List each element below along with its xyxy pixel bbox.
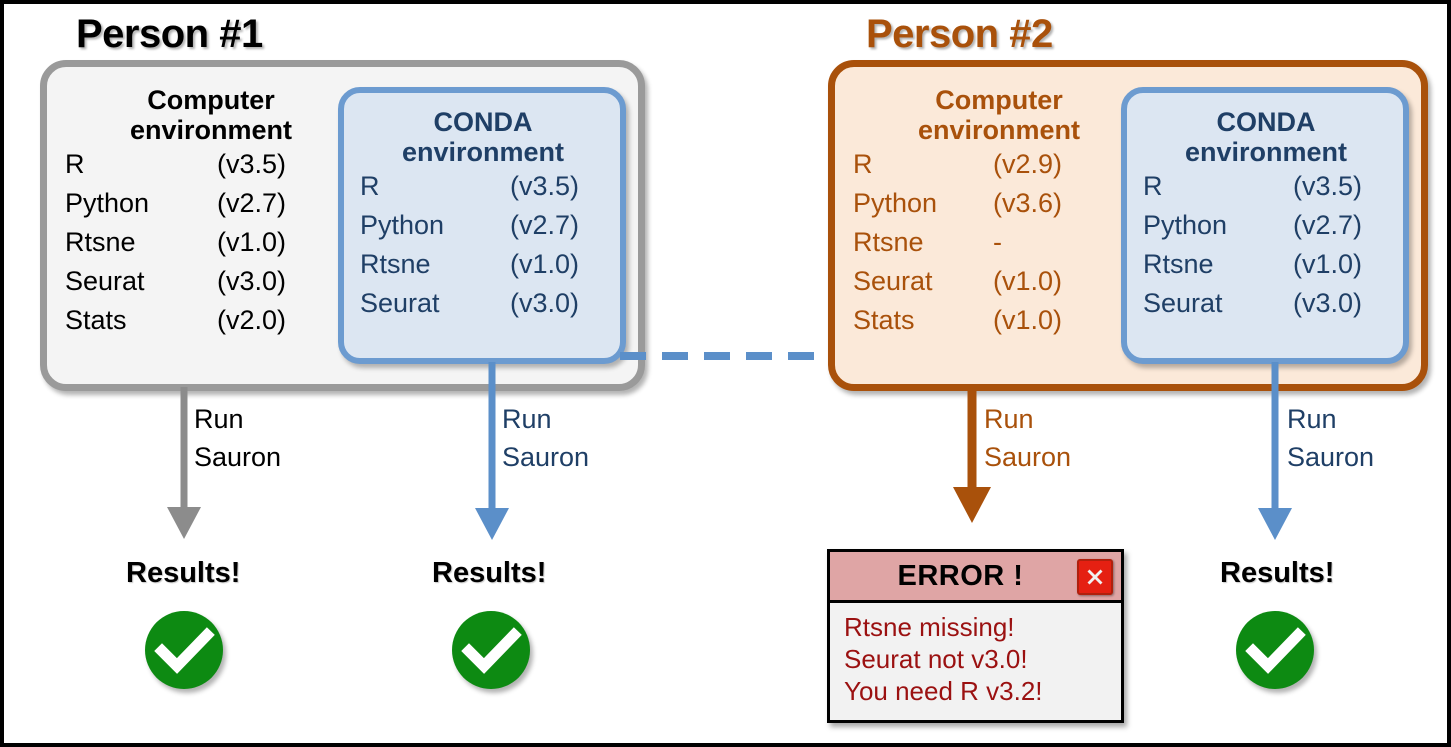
package-row: R (v3.5) <box>65 145 357 184</box>
person-1-computer-environment-content: Computer environment R (v3.5) Python (v2… <box>65 85 357 340</box>
person-2-conda-results-label: Results! <box>1220 557 1335 589</box>
person-1-conda-run-arrow-down-icon <box>475 362 509 540</box>
person-1-conda-package-list: R (v3.5) Python (v2.7) Rtsne (v1.0) Seur… <box>360 167 606 323</box>
package-row: Seurat (v3.0) <box>1143 284 1389 323</box>
package-version: (v1.0) <box>510 249 580 280</box>
person-1-computer-package-list: R (v3.5) Python (v2.7) Rtsne (v1.0) Seur… <box>65 145 357 339</box>
person-2-title: Person #2 <box>866 12 1053 56</box>
error-message-line: You need R v3.2! <box>844 676 1043 707</box>
package-name: Rtsne <box>65 227 136 258</box>
person-1-title: Person #1 <box>76 12 263 56</box>
package-name: Seurat <box>1143 288 1223 319</box>
package-name: Python <box>360 210 445 241</box>
person-2-native-run-label: Run Sauron <box>984 404 1072 473</box>
package-row: R (v3.5) <box>1143 167 1389 206</box>
person-1-conda-check-circle-icon <box>452 611 530 689</box>
person-2-computer-environment-content: Computer environment R (v2.9) Python (v3… <box>853 85 1145 340</box>
person-1-conda-environment-content: CONDA environment R (v3.5) Python (v2.7)… <box>360 107 606 323</box>
package-version: (v3.0) <box>510 288 580 319</box>
person-2-conda-heading: CONDA environment <box>1184 107 1348 168</box>
person-2-conda-run-arrow-down-icon <box>1258 362 1292 540</box>
package-version: (v1.0) <box>993 266 1063 297</box>
package-row: Python (v3.6) <box>853 184 1145 223</box>
person-2-conda-environment-content: CONDA environment R (v3.5) Python (v2.7)… <box>1143 107 1389 323</box>
person-1-conda-results-label: Results! <box>432 557 547 589</box>
package-name: R <box>853 149 873 180</box>
package-name: R <box>1143 171 1163 202</box>
package-name: Seurat <box>360 288 440 319</box>
close-x-icon[interactable] <box>1077 559 1113 595</box>
person-2-conda-check-circle-icon <box>1236 611 1314 689</box>
person-2-conda-environment-box: CONDA environment R (v3.5) Python (v2.7)… <box>1121 87 1409 364</box>
person-1-native-check-circle-icon <box>145 611 223 689</box>
package-name: Python <box>1143 210 1228 241</box>
package-version: (v3.5) <box>217 149 287 180</box>
package-row: Python (v2.7) <box>360 206 606 245</box>
person-1-conda-heading: CONDA environment <box>401 107 565 168</box>
error-message-line: Seurat not v3.0! <box>844 644 1028 675</box>
package-row: Seurat (v1.0) <box>853 262 1145 301</box>
package-name: Stats <box>853 304 915 335</box>
package-name: Rtsne <box>853 227 924 258</box>
person-1-conda-run-label: Run Sauron <box>502 404 590 473</box>
package-version: (v3.0) <box>1293 288 1363 319</box>
package-name: Stats <box>65 304 127 335</box>
package-name: Python <box>65 188 150 219</box>
package-row: Stats (v2.0) <box>65 301 357 340</box>
package-name: Seurat <box>65 266 145 297</box>
package-version: (v3.5) <box>1293 171 1363 202</box>
package-version: (v3.6) <box>993 188 1063 219</box>
person-1-conda-environment-box: CONDA environment R (v3.5) Python (v2.7)… <box>338 87 626 364</box>
package-row: Seurat (v3.0) <box>360 284 606 323</box>
package-row: Rtsne - <box>853 223 1145 262</box>
package-row: Rtsne (v1.0) <box>65 223 357 262</box>
person-1-native-results-label: Results! <box>126 557 241 589</box>
error-dialog-title: ERROR ! <box>897 559 1024 592</box>
person-2-conda-package-list: R (v3.5) Python (v2.7) Rtsne (v1.0) Seur… <box>1143 167 1389 323</box>
package-version: - <box>993 227 1002 258</box>
package-row: Stats (v1.0) <box>853 301 1145 340</box>
package-row: Python (v2.7) <box>1143 206 1389 245</box>
package-name: Rtsne <box>1143 249 1214 280</box>
error-dialog-titlebar: ERROR ! <box>830 552 1121 603</box>
person-2-computer-package-list: R (v2.9) Python (v3.6) Rtsne - Seurat (v… <box>853 145 1145 339</box>
package-name: Python <box>853 188 938 219</box>
package-version: (v2.7) <box>1293 210 1363 241</box>
package-row: Rtsne (v1.0) <box>1143 245 1389 284</box>
package-row: Rtsne (v1.0) <box>360 245 606 284</box>
package-row: R (v2.9) <box>853 145 1145 184</box>
package-name: Rtsne <box>360 249 431 280</box>
package-version: (v2.7) <box>510 210 580 241</box>
package-row: Python (v2.7) <box>65 184 357 223</box>
error-dialog-body: Rtsne missing! Seurat not v3.0! You need… <box>830 603 1121 720</box>
package-name: R <box>360 171 380 202</box>
package-version: (v3.5) <box>510 171 580 202</box>
package-row: Seurat (v3.0) <box>65 262 357 301</box>
person-2-native-run-arrow-down-icon <box>953 387 991 523</box>
package-version: (v3.0) <box>217 266 287 297</box>
package-row: R (v3.5) <box>360 167 606 206</box>
package-version: (v2.7) <box>217 188 287 219</box>
error-message-line: Rtsne missing! <box>844 612 1015 642</box>
package-version: (v2.0) <box>217 304 287 335</box>
package-version: (v1.0) <box>993 304 1063 335</box>
package-name: Seurat <box>853 266 933 297</box>
package-version: (v1.0) <box>217 227 287 258</box>
person-1-native-run-arrow-down-icon <box>167 387 201 539</box>
package-version: (v1.0) <box>1293 249 1363 280</box>
person-1-computer-environment-heading: Computer environment <box>129 85 293 146</box>
package-version: (v2.9) <box>993 149 1063 180</box>
error-dialog[interactable]: ERROR ! Rtsne missing! Seurat not v3.0! … <box>827 549 1124 723</box>
package-name: R <box>65 149 85 180</box>
person-1-native-run-label: Run Sauron <box>194 404 282 473</box>
person-2-computer-environment-heading: Computer environment <box>917 85 1081 146</box>
person-2-conda-run-label: Run Sauron <box>1287 404 1375 473</box>
